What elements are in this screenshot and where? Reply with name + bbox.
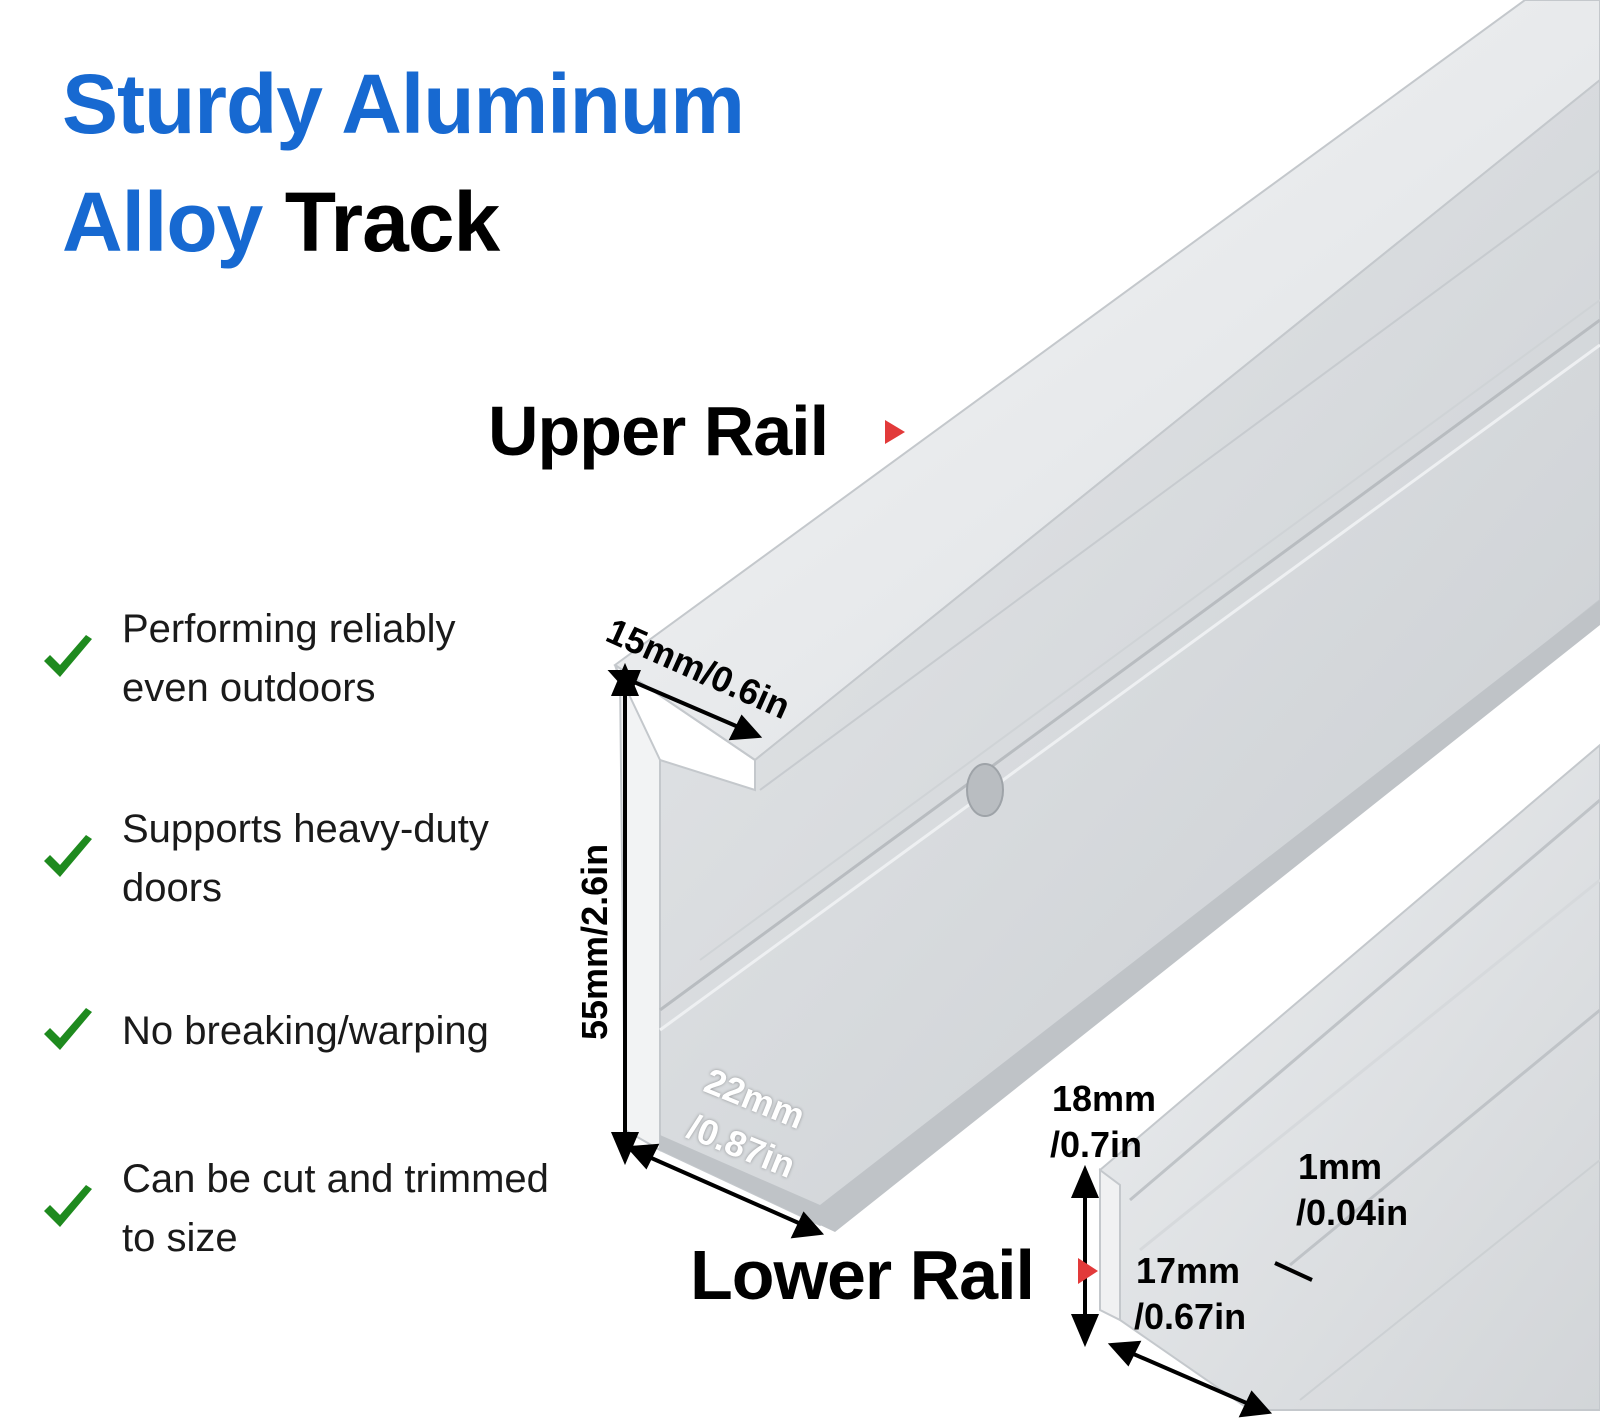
headline-alloy: Alloy (62, 175, 263, 269)
upper-rail-label: Upper Rail (488, 392, 829, 470)
feature-text: Can be cut and trimmed to size (122, 1157, 549, 1260)
check-icon (44, 635, 92, 677)
upper-base-arrow (639, 1151, 811, 1230)
lower-thickness-dimension-mm: 1mm (1298, 1146, 1383, 1187)
feature-item: No breaking/warping (40, 1002, 489, 1061)
feature-text: No breaking/warping (122, 1009, 489, 1053)
lower-height-dimension-mm: 18mm (1052, 1078, 1157, 1119)
check-icon (44, 1007, 92, 1050)
upper-height-dimension: 55mm/2.6in (574, 843, 615, 1040)
lower-thickness-dimension-in: /0.04in (1296, 1192, 1409, 1233)
lower-rail-label: Lower Rail (690, 1236, 1035, 1314)
feature-item: Supports heavy-duty doors (40, 800, 489, 918)
feature-item: Can be cut and trimmed to size (40, 1150, 549, 1268)
check-icon (44, 1185, 92, 1227)
headline-track: Track (284, 175, 501, 269)
upper-rail-pointer-icon (885, 420, 905, 444)
check-icon (44, 835, 92, 877)
feature-text: Supports heavy-duty doors (122, 807, 489, 910)
lower-height-dimension-in: /0.7in (1050, 1124, 1143, 1165)
upper-width-arrow (619, 674, 751, 734)
lower-thickness-tick (1274, 1261, 1313, 1282)
headline-line-2: Alloy Track (62, 180, 500, 264)
feature-text: Performing reliably even outdoors (122, 607, 456, 710)
lower-width-dimension-mm: 17mm (1136, 1250, 1241, 1291)
feature-item: Performing reliably even outdoors (40, 600, 455, 718)
lower-width-dimension-in: /0.67in (1134, 1296, 1247, 1337)
lower-rail-pointer-icon (1078, 1258, 1098, 1284)
upper-rail-shape (613, 0, 1600, 1232)
lower-width-arrow (1121, 1347, 1259, 1410)
dimension-arrows (607, 662, 1313, 1418)
headline-line-1: Sturdy Aluminum (62, 57, 745, 151)
